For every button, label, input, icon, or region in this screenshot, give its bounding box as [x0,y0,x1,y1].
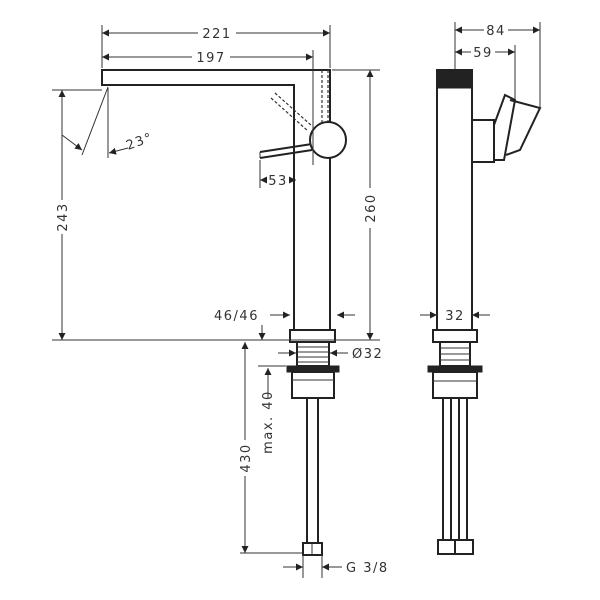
dim-197: 197 [196,51,225,66]
side-handle [471,119,495,163]
dim-32: 32 [445,309,465,324]
dim-84: 84 [486,24,506,39]
dim-53: 53 [268,174,288,189]
dim-46-46: 46/46 [214,309,259,324]
dim-243: 243 [56,202,71,231]
dim-d32: Ø32 [352,347,383,362]
dim-221: 221 [202,27,231,42]
supply-hose [306,397,319,544]
dim-260: 260 [364,193,379,222]
spout-body [101,69,331,331]
dim-23-degree: 23° [124,130,155,154]
dim-430: 430 [239,443,254,472]
handle-hub [309,121,347,159]
front-view: 221 197 243 260 23° 53 46/46 Ø32 max. 40 [52,25,389,578]
dim-g-3-8: G 3/8 [346,561,389,576]
side-body [436,69,473,331]
dim-max-40: max. 40 [261,390,276,454]
dim-59: 59 [473,46,493,61]
lever [259,143,313,159]
side-view: 84 59 32 [420,22,542,555]
